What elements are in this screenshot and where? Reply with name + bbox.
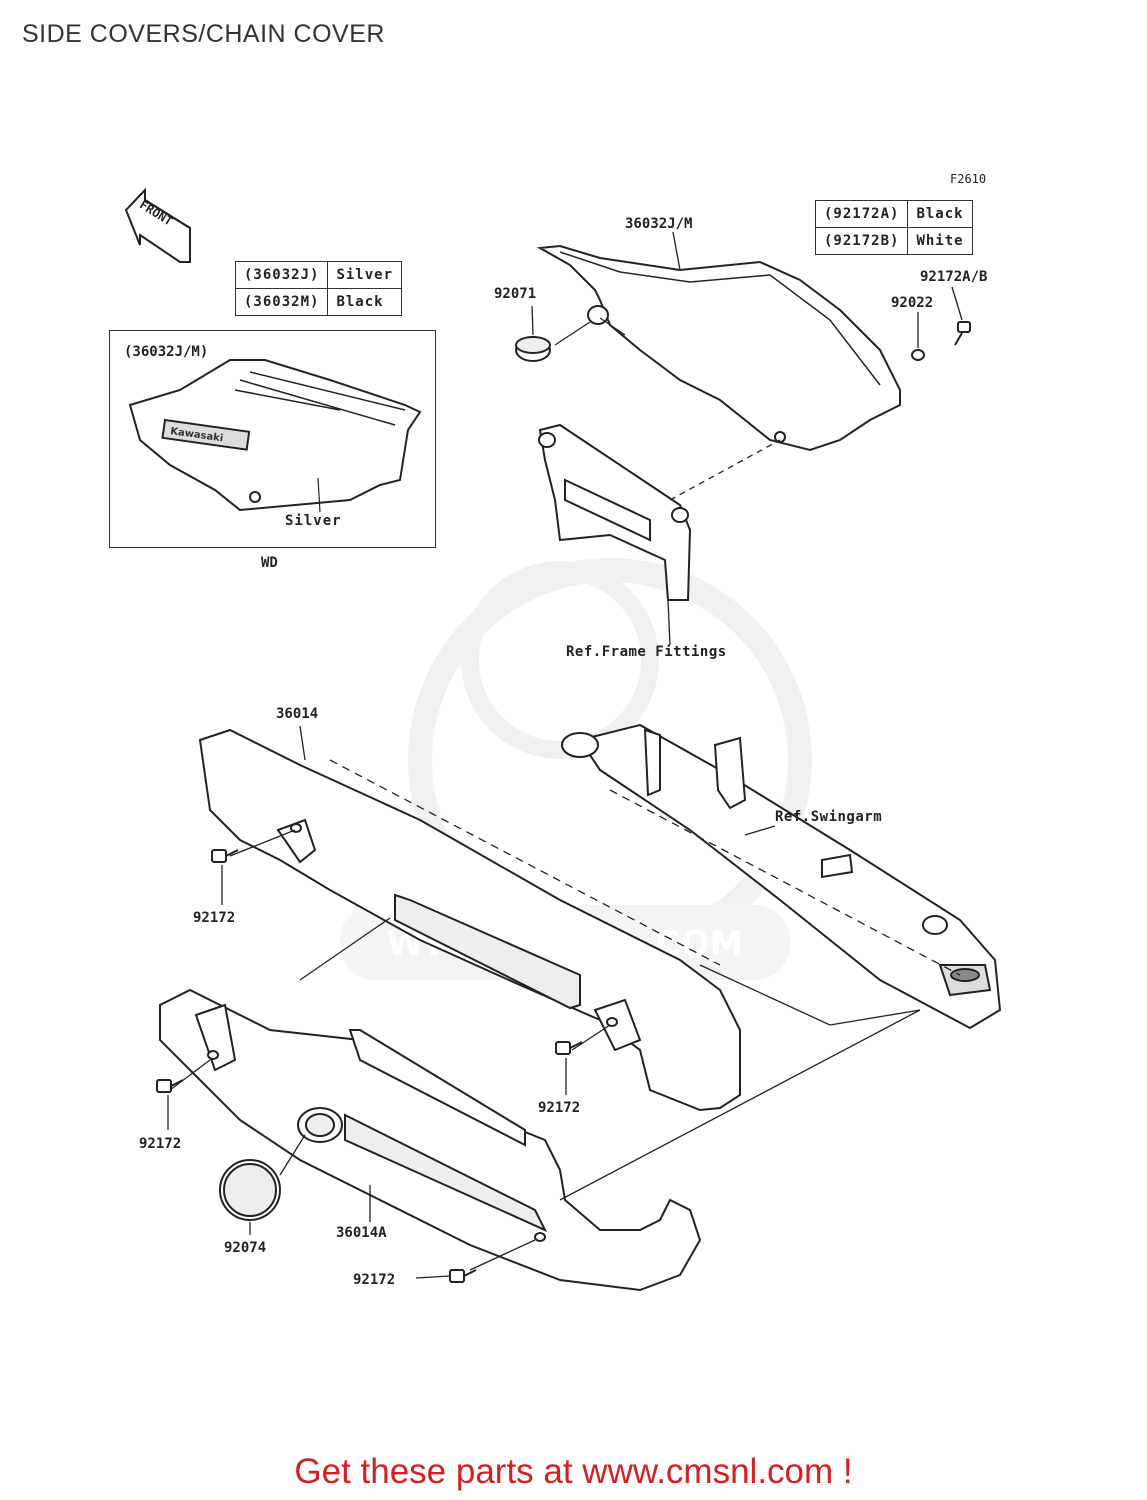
side-cover-upper [536, 244, 901, 452]
color-table-left: (36032J) Silver (36032M) Black [234, 261, 403, 316]
chain-cover-36014a [159, 988, 702, 1292]
page-title: SIDE COVERS/CHAIN COVER [22, 20, 385, 48]
color-name: Black [327, 288, 403, 316]
part-label-92172-c: 92172 [139, 1136, 182, 1152]
swingarm-ref [561, 723, 1002, 1030]
color-table-right: (92172A) Black (92172B) White [814, 200, 973, 255]
color-table-row: (92172A) Black [814, 200, 973, 228]
part-label-92172-b: 92172 [538, 1100, 581, 1116]
bolt-92172-b [555, 1041, 583, 1055]
bolt-92172ab [954, 321, 971, 346]
part-code: (36032M) [234, 288, 329, 316]
ref-frame-fittings: Ref.Frame Fittings [566, 644, 727, 660]
bolt-92172-c [156, 1079, 184, 1093]
cap-92074 [219, 1159, 281, 1221]
part-code: (92172A) [814, 200, 909, 228]
color-table-row: (36032M) Black [234, 288, 403, 316]
chain-cover-36014 [198, 728, 741, 1112]
part-code: (36032J) [234, 261, 329, 289]
color-name: Silver [327, 261, 403, 289]
ref-swingarm: Ref.Swingarm [775, 809, 883, 825]
bolt-92172-d [449, 1269, 477, 1283]
part-label-92172-d: 92172 [353, 1272, 396, 1288]
part-label-92172ab: 92172A/B [920, 269, 988, 285]
variant-cover-drawing: Kawasaki [128, 359, 422, 513]
part-label-92071: 92071 [494, 286, 537, 302]
part-label-36014a: 36014A [336, 1225, 387, 1241]
color-name: Black [907, 200, 973, 228]
figure-code: F2610 [950, 172, 987, 186]
color-table-row: (92172B) White [814, 227, 973, 255]
color-table-row: (36032J) Silver [234, 261, 403, 289]
variant-silver-label: Silver [285, 513, 342, 529]
color-name: White [907, 227, 973, 255]
part-label-36014: 36014 [276, 706, 319, 722]
part-label-92074: 92074 [224, 1240, 267, 1256]
washer-92022 [911, 349, 925, 361]
part-code: (92172B) [814, 227, 909, 255]
variant-header: (36032J/M) [124, 344, 209, 360]
front-arrow-icon [124, 187, 191, 263]
leader-lines-top [531, 231, 963, 646]
leader-lines-bottom [167, 725, 961, 1279]
part-label-36032jm: 36032J/M [625, 216, 693, 232]
part-label-92172-a: 92172 [193, 910, 236, 926]
bolt-92172-a [211, 849, 239, 863]
cta-link[interactable]: Get these parts at www.cmsnl.com ! [294, 1452, 853, 1491]
grommet-92071 [515, 336, 551, 362]
frame-fitting-bracket [538, 423, 692, 601]
part-label-92022: 92022 [891, 295, 934, 311]
variant-box [109, 330, 436, 548]
variant-caption: WD [261, 555, 278, 571]
